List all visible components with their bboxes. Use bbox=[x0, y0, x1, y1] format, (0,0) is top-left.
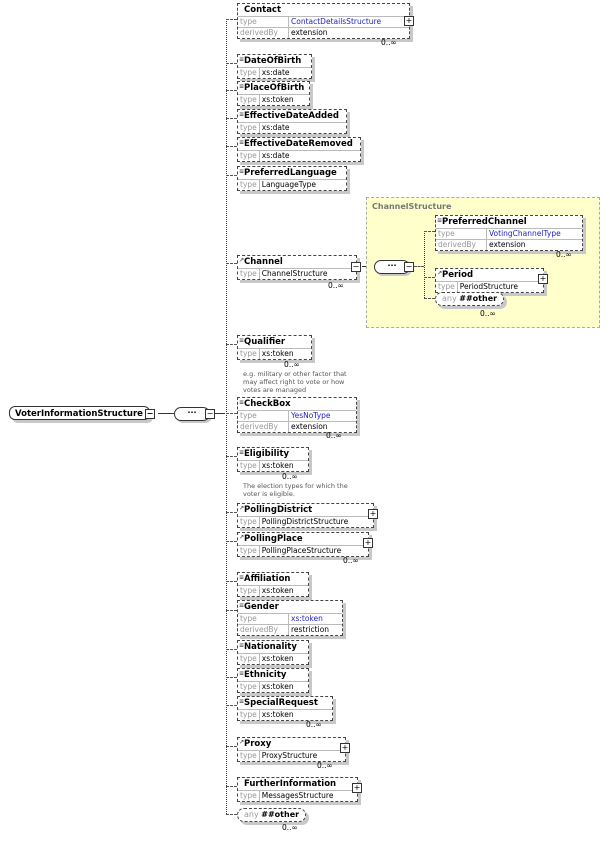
element-marker-icon: ≡ bbox=[239, 399, 245, 406]
cardinality: 0..∞ bbox=[306, 720, 322, 729]
collapse-icon[interactable]: − bbox=[145, 409, 155, 419]
cardinality: 0..∞ bbox=[381, 38, 397, 47]
root-element-name: VoterInformationStructure bbox=[15, 409, 143, 419]
cardinality: 0..∞ bbox=[282, 472, 298, 481]
annotation-note: e.g. military or other factor that may a… bbox=[243, 370, 347, 394]
cardinality: 0..∞ bbox=[556, 250, 572, 259]
cardinality: 0..∞ bbox=[284, 360, 300, 369]
cardinality: 0..∞ bbox=[282, 823, 298, 832]
sequence-trunk-line bbox=[226, 19, 227, 814]
element-marker-icon: ≡ bbox=[239, 670, 245, 677]
connector-line bbox=[158, 413, 174, 414]
expand-icon[interactable]: + bbox=[352, 783, 362, 793]
cardinality: 0..∞ bbox=[343, 556, 359, 565]
element-marker-icon: ≡ bbox=[239, 698, 245, 705]
type-link[interactable]: ContactDetailsStructure bbox=[291, 17, 382, 26]
cardinality: 0..∞ bbox=[326, 431, 342, 440]
element-marker-icon: ≡ bbox=[239, 642, 245, 649]
element-marker-icon: ≡ bbox=[239, 56, 245, 63]
cardinality: 0..∞ bbox=[328, 281, 344, 290]
element-marker-icon: ≡ bbox=[239, 337, 245, 344]
type-link[interactable]: VotingChannelType bbox=[489, 229, 561, 238]
complex-marker-icon: ↗ bbox=[239, 257, 245, 264]
group-title: ChannelStructure bbox=[372, 202, 452, 211]
expand-icon[interactable]: + bbox=[368, 509, 378, 519]
any-other-wildcard[interactable]: any ##other bbox=[237, 808, 307, 822]
collapse-icon[interactable]: − bbox=[205, 409, 215, 419]
cardinality: 0..∞ bbox=[480, 309, 496, 318]
complex-marker-icon: ↗ bbox=[437, 270, 443, 277]
expand-icon[interactable]: + bbox=[538, 274, 548, 284]
complex-marker-icon: ↗ bbox=[239, 505, 245, 512]
expand-icon[interactable]: + bbox=[363, 538, 373, 548]
element-marker-icon: ≡ bbox=[239, 168, 245, 175]
root-element-voter-information-structure[interactable]: VoterInformationStructure − bbox=[9, 406, 155, 420]
any-other-wildcard[interactable]: any ##other bbox=[435, 292, 505, 306]
element-marker-icon: ≡ bbox=[239, 139, 245, 146]
element-marker-icon: ≡ bbox=[239, 111, 245, 118]
expand-icon[interactable]: + bbox=[340, 743, 350, 753]
collapse-icon[interactable]: − bbox=[351, 262, 361, 272]
element-marker-icon: ≡ bbox=[239, 602, 245, 609]
type-link[interactable]: xs:token bbox=[291, 614, 323, 623]
complex-marker-icon: ↗ bbox=[239, 739, 245, 746]
element-marker-icon: ≡ bbox=[239, 574, 245, 581]
element-marker-icon: ≡ bbox=[437, 217, 443, 224]
element-marker-icon: ≡ bbox=[239, 83, 245, 90]
element-name: Contact bbox=[244, 5, 282, 15]
element-marker-icon: ≡ bbox=[239, 449, 245, 456]
complex-marker-icon: ↗ bbox=[239, 534, 245, 541]
annotation-note: The election types for which the voter i… bbox=[243, 482, 348, 498]
cardinality: 0..∞ bbox=[317, 761, 333, 770]
collapse-icon[interactable]: − bbox=[404, 262, 414, 272]
connector-line bbox=[215, 413, 225, 414]
type-link[interactable]: YesNoType bbox=[291, 411, 331, 420]
expand-icon[interactable]: + bbox=[404, 16, 414, 26]
